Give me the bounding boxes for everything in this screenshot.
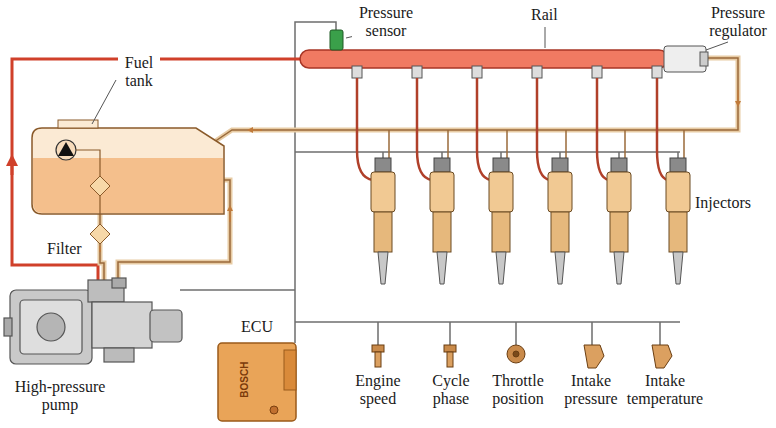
part-label: Cycle phase <box>422 372 480 408</box>
part-label: Intake pressure <box>556 372 626 408</box>
part-label: Pressure sensor <box>352 4 420 40</box>
part-label: Throttle position <box>484 372 552 408</box>
part-label: Pressure regulator <box>703 4 773 40</box>
fuel-tank <box>32 80 224 214</box>
part-label: Intake temperature <box>618 372 712 408</box>
ecu-box <box>218 343 296 421</box>
part-label: Filter <box>46 240 83 258</box>
part-label: High-pressure pump <box>6 378 114 414</box>
part-label: Fuel tank <box>118 54 160 90</box>
part-label: Rail <box>530 6 559 24</box>
filter-symbol <box>90 224 110 244</box>
part-label: ECU <box>240 318 274 336</box>
high-pressure-pump <box>4 278 182 364</box>
part-label: Engine speed <box>348 372 408 408</box>
high-pressure-line <box>12 59 302 282</box>
wire-harness <box>180 22 680 345</box>
common-rail <box>300 27 728 206</box>
part-label: Injectors <box>694 194 752 212</box>
logo-text: BOSCH <box>239 354 250 406</box>
sensors <box>372 345 672 368</box>
injector-group <box>352 66 690 284</box>
